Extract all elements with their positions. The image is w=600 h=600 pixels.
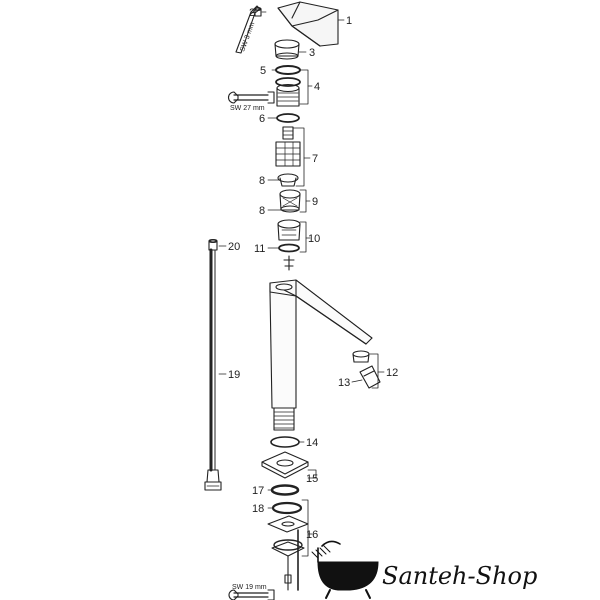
wrench-27-icon (228, 91, 275, 104)
part-9-adapter (279, 189, 301, 211)
part-19-flexible-hose (204, 248, 222, 491)
part-17-ring (270, 484, 300, 496)
label-part-14: 14 (306, 437, 318, 449)
wrench-19-icon (228, 589, 275, 600)
label-wrench-19: SW 19 mm (232, 584, 267, 591)
label-part-3: 3 (309, 47, 315, 59)
label-part-11: 11 (254, 243, 265, 255)
part-6-o-ring (276, 113, 300, 123)
part-12-aerator (352, 350, 370, 363)
label-part-5: 5 (260, 65, 266, 77)
label-part-17: 17 (252, 485, 264, 497)
label-part-2: 2 (249, 7, 255, 19)
part-20-hose-connector (208, 238, 218, 251)
part-10-diverter (277, 219, 301, 241)
label-part-20: 20 (228, 241, 240, 253)
part-8-insert-lower (280, 205, 300, 213)
label-part-8a: 8 (259, 175, 265, 187)
part-14-gasket (270, 436, 300, 448)
label-part-9: 9 (312, 196, 318, 208)
faucet-body (269, 279, 373, 409)
part-13-aerator-insert (359, 365, 381, 389)
label-part-19: 19 (228, 369, 240, 381)
bathtub-shower-icon (311, 540, 379, 599)
label-part-15: 15 (306, 473, 318, 485)
part-labels: 1 2 3 4 5 6 7 8 8 9 10 11 12 13 14 15 16… (228, 7, 398, 541)
label-part-13: 13 (338, 377, 350, 389)
alignment-pin (283, 255, 295, 271)
part-5-o-ring (275, 65, 301, 75)
label-part-16: 16 (306, 529, 318, 541)
label-part-18: 18 (252, 503, 264, 515)
hex-key-tool (235, 5, 261, 54)
label-part-4: 4 (314, 81, 320, 93)
label-wrench-27: SW 27 mm (230, 105, 265, 112)
part-8-insert-upper (277, 173, 299, 187)
label-part-7: 7 (312, 153, 318, 165)
label-part-6: 6 (259, 113, 265, 125)
part-15-base-plate (261, 451, 309, 479)
threaded-shank (273, 407, 295, 431)
part-16-fixing-set (267, 515, 309, 591)
part-4-nut (275, 77, 301, 107)
part-11-o-ring (278, 243, 300, 253)
label-part-1: 1 (346, 15, 352, 27)
part-3-cap (274, 39, 300, 60)
part-1-lever-handle (277, 1, 339, 47)
label-part-12: 12 (386, 367, 398, 379)
part-7-cartridge (275, 126, 301, 167)
watermark-logo: Santeh-Shop (311, 540, 537, 599)
label-part-10: 10 (308, 233, 320, 245)
part-18-washer (271, 501, 303, 515)
label-part-8b: 8 (259, 205, 265, 217)
watermark-text: Santeh-Shop (382, 562, 537, 590)
leader-lines (218, 11, 385, 557)
